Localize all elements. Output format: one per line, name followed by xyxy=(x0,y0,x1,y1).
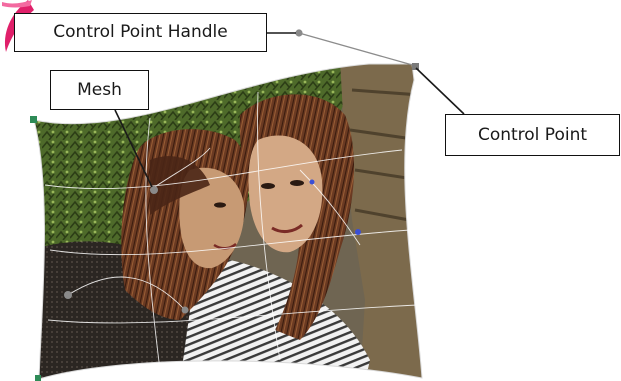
mesh-node[interactable] xyxy=(355,229,361,235)
mesh-callout: Mesh xyxy=(50,70,149,110)
mesh-node[interactable] xyxy=(310,180,315,185)
mesh-node[interactable] xyxy=(64,291,72,299)
mesh-node[interactable] xyxy=(182,307,189,314)
corner-anchors xyxy=(30,116,41,381)
control-point-handle-node[interactable] xyxy=(295,29,302,36)
corner-anchor[interactable] xyxy=(35,375,41,381)
control-point-handle-callout: Control Point Handle xyxy=(14,13,267,52)
control-point-label: Control Point xyxy=(478,127,587,144)
control-point-handle-label: Control Point Handle xyxy=(53,24,227,41)
mesh-label: Mesh xyxy=(77,82,122,99)
mesh-node[interactable] xyxy=(150,186,158,194)
leader-control-point xyxy=(416,68,464,114)
control-point-handle-line xyxy=(299,33,416,66)
corner-anchor[interactable] xyxy=(30,116,37,123)
control-point-callout: Control Point xyxy=(445,114,620,156)
